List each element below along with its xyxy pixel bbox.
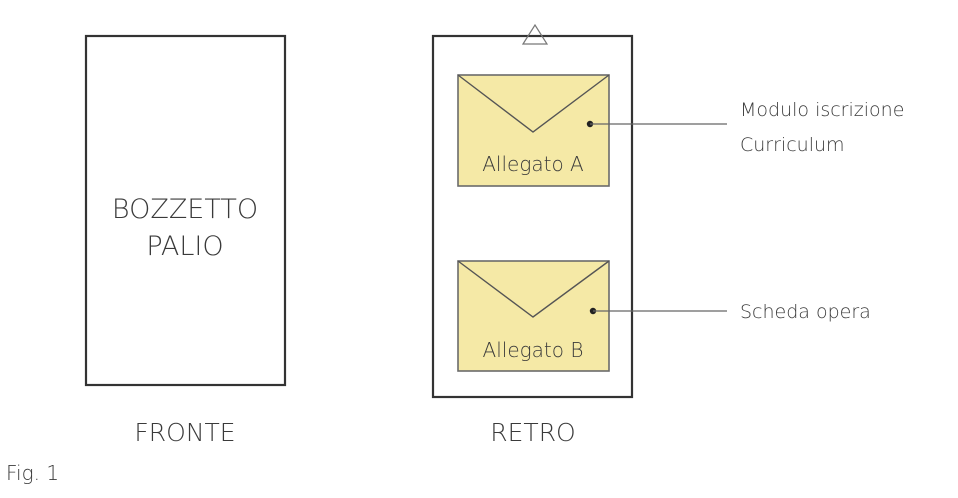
front-label: FRONTE	[134, 418, 235, 447]
callout-b: Scheda opera	[589, 301, 871, 323]
front-content-line1: BOZZETTO	[112, 194, 258, 225]
figure-caption: Fig. 1	[6, 461, 59, 485]
envelope-b-label: Allegato B	[483, 338, 584, 362]
envelope-a-label: Allegato A	[482, 152, 584, 176]
envelope-allegato-a: Allegato A	[457, 74, 610, 187]
envelope-allegato-b: Allegato B	[457, 260, 610, 372]
front-panel-frame	[84, 34, 287, 387]
back-label: RETRO	[490, 418, 576, 447]
callout-a: Modulo iscrizione Curriculum	[586, 99, 904, 156]
front-content-line2: PALIO	[146, 231, 223, 262]
callout-b-text-line1: Scheda opera	[740, 301, 871, 323]
envelope-b-flap-icon	[457, 260, 610, 318]
back-panel: Allegato A Allegato B	[431, 23, 634, 399]
orientation-triangle-icon	[521, 23, 549, 45]
front-panel: BOZZETTO PALIO	[84, 34, 287, 387]
callout-a-text-line2: Curriculum	[740, 134, 845, 156]
envelope-a-flap-icon	[457, 74, 610, 133]
callout-a-text-line1: Modulo iscrizione	[740, 99, 904, 121]
